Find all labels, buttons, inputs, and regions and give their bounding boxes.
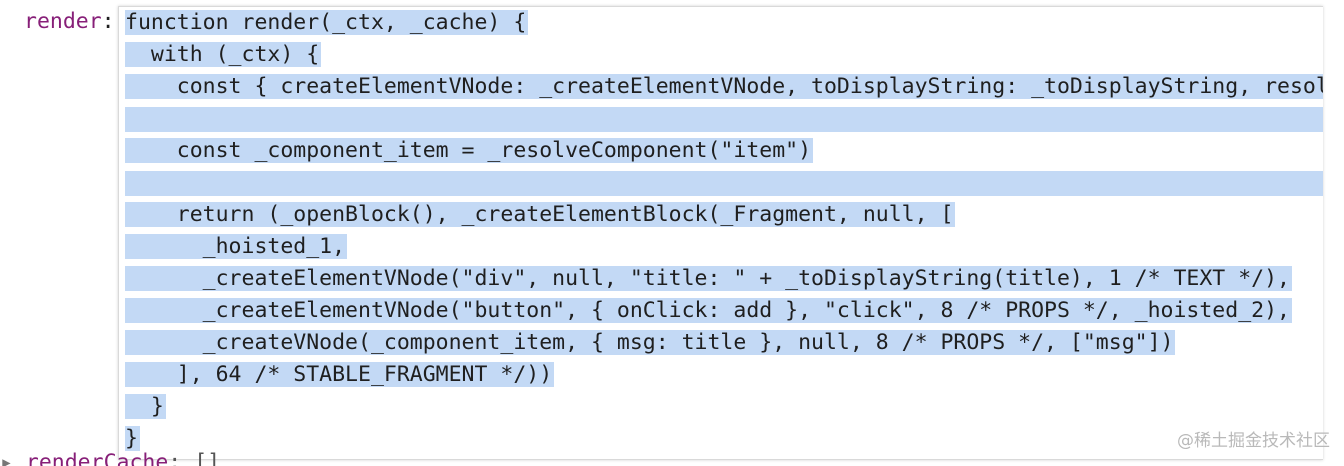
code-line: const { createElementVNode: _createEleme…: [125, 71, 1323, 103]
code-line-text: _createElementVNode("div", null, "title:…: [125, 266, 1292, 291]
code-line: }: [125, 423, 1323, 455]
code-line-text: [125, 170, 1323, 196]
property-key-label: render: [24, 9, 102, 34]
code-line-text: const { createElementVNode: _createEleme…: [125, 74, 1323, 99]
code-tooltip-panel: function render(_ctx, _cache) { with (_c…: [118, 6, 1323, 460]
code-line: with (_ctx) {: [125, 39, 1323, 71]
code-line: [125, 103, 1323, 135]
next-property-separator: :: [168, 450, 182, 466]
code-lines: function render(_ctx, _cache) { with (_c…: [125, 7, 1323, 455]
next-property-value: []: [181, 450, 221, 466]
code-line: const _component_item = _resolveComponen…: [125, 135, 1323, 167]
code-line: _createVNode(_component_item, { msg: tit…: [125, 327, 1323, 359]
code-line-text: }: [125, 394, 166, 419]
code-line-text: function render(_ctx, _cache) {: [125, 10, 529, 35]
watermark: @稀土掘金技术社区: [1177, 431, 1330, 451]
code-line-text: }: [125, 426, 140, 451]
code-line: function render(_ctx, _cache) {: [125, 7, 1323, 39]
code-line-text: [125, 106, 1323, 132]
code-line-text: _createElementVNode("button", { onClick:…: [125, 298, 1292, 323]
next-property-key: renderCache: [25, 450, 169, 466]
code-line: _createElementVNode("button", { onClick:…: [125, 295, 1323, 327]
expand-arrow-icon[interactable]: ▸: [0, 450, 13, 466]
code-line: _createElementVNode("div", null, "title:…: [125, 263, 1323, 295]
next-property-row[interactable]: ▸ renderCache: []: [0, 448, 220, 466]
code-line-text: ], 64 /* STABLE_FRAGMENT */)): [125, 362, 555, 387]
code-line-text: return (_openBlock(), _createElementBloc…: [125, 202, 956, 227]
code-line: return (_openBlock(), _createElementBloc…: [125, 199, 1323, 231]
code-line: _hoisted_1,: [125, 231, 1323, 263]
code-line: ], 64 /* STABLE_FRAGMENT */)): [125, 359, 1323, 391]
property-separator: :: [101, 9, 115, 34]
code-line-text: with (_ctx) {: [125, 42, 322, 67]
code-line-text: _hoisted_1,: [125, 234, 348, 259]
property-key-render: render:: [24, 6, 115, 38]
code-line: [125, 167, 1323, 199]
code-line-text: _createVNode(_component_item, { msg: tit…: [125, 330, 1176, 355]
code-line: }: [125, 391, 1323, 423]
code-line-text: const _component_item = _resolveComponen…: [125, 138, 814, 163]
